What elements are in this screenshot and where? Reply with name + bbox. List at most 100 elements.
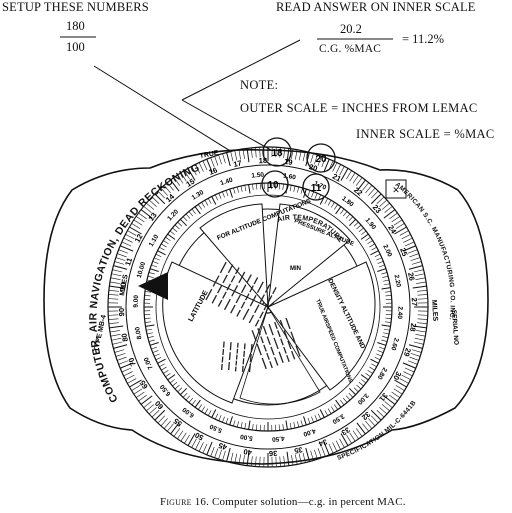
texture-line bbox=[262, 325, 268, 335]
scale-tick bbox=[370, 193, 382, 205]
scale-tick bbox=[362, 182, 369, 191]
texture-line bbox=[221, 356, 224, 363]
scale-tick bbox=[109, 281, 120, 284]
texture-line bbox=[229, 342, 232, 351]
scale-label: 90 bbox=[117, 308, 126, 317]
scale-tick bbox=[369, 366, 375, 371]
scale-tick bbox=[335, 164, 341, 174]
texture-line bbox=[259, 311, 264, 319]
texture-line bbox=[272, 286, 277, 295]
scale-tick bbox=[185, 395, 191, 401]
texture-line bbox=[274, 356, 279, 366]
scale-tick bbox=[135, 216, 145, 223]
scale-tick bbox=[317, 156, 322, 166]
texture-line bbox=[223, 298, 231, 311]
scale-tick bbox=[348, 216, 354, 222]
scale-tick bbox=[248, 420, 251, 430]
texture-line bbox=[231, 285, 239, 297]
true-index-label: TRUE bbox=[199, 150, 219, 160]
scale-tick bbox=[195, 440, 201, 450]
answer-pointer-line-1 bbox=[181, 39, 301, 101]
scale-tick bbox=[188, 211, 194, 217]
scale-tick bbox=[365, 420, 373, 429]
scale-tick bbox=[340, 208, 345, 214]
scale-tick bbox=[182, 216, 188, 222]
texture-line bbox=[241, 365, 244, 372]
scale-tick bbox=[381, 339, 388, 342]
scale-tick bbox=[327, 200, 332, 206]
scale-tick bbox=[148, 407, 157, 415]
scale-tick bbox=[201, 202, 206, 208]
read-answer-label: READ ANSWER ON INNER SCALE bbox=[276, 0, 476, 14]
scale-tick bbox=[291, 148, 294, 159]
scale-tick bbox=[147, 336, 154, 339]
scale-tick bbox=[154, 193, 166, 205]
scale-tick bbox=[378, 346, 385, 350]
scale-tick bbox=[163, 420, 171, 429]
scale-label: 7.00 bbox=[143, 356, 155, 371]
scale-tick bbox=[368, 418, 376, 427]
scale-label: 28 bbox=[408, 323, 418, 333]
texture-line bbox=[279, 319, 284, 329]
scale-tick bbox=[160, 187, 168, 196]
scale-tick bbox=[191, 208, 196, 214]
scale-tick bbox=[119, 362, 134, 369]
scale-tick bbox=[252, 183, 254, 190]
scale-tick bbox=[300, 420, 303, 427]
scale-tick bbox=[383, 332, 390, 335]
texture-line bbox=[228, 352, 231, 361]
scale-tick bbox=[157, 250, 166, 256]
scale-tick bbox=[367, 240, 373, 245]
texture-line bbox=[263, 344, 267, 352]
scale-tick bbox=[323, 158, 330, 173]
scale-tick bbox=[389, 212, 398, 220]
scale-tick bbox=[255, 147, 257, 158]
scale-tick bbox=[362, 423, 369, 432]
scale-tick bbox=[246, 451, 250, 466]
scale-tick bbox=[412, 325, 427, 329]
scale-label: 15 bbox=[184, 177, 196, 189]
scale-tick bbox=[174, 224, 180, 230]
scale-tick bbox=[355, 428, 363, 437]
scale-tick bbox=[360, 233, 369, 240]
outer-scale-ticks bbox=[108, 147, 428, 467]
scale-tick bbox=[138, 394, 147, 402]
scale-tick bbox=[385, 317, 392, 319]
texture-line bbox=[248, 363, 251, 372]
svg-text:✕: ✕ bbox=[392, 186, 400, 196]
scale-tick bbox=[410, 257, 421, 261]
texture-line bbox=[290, 331, 296, 344]
scale-tick bbox=[371, 363, 377, 368]
scale-tick bbox=[180, 172, 187, 182]
scale-tick bbox=[279, 147, 281, 158]
texture-line bbox=[248, 314, 255, 324]
scale-tick bbox=[146, 202, 155, 210]
scale-tick bbox=[108, 322, 119, 325]
scale-tick bbox=[108, 289, 119, 292]
texture-line bbox=[261, 357, 267, 370]
texture-line bbox=[249, 295, 257, 307]
texture-line bbox=[227, 362, 230, 371]
scale-tick bbox=[143, 401, 152, 408]
scale-tick bbox=[118, 360, 129, 365]
texture-line bbox=[249, 285, 254, 293]
scale-tick bbox=[298, 150, 302, 161]
scale-tick bbox=[417, 322, 428, 325]
scale-tick bbox=[417, 298, 428, 300]
temperature-window bbox=[267, 203, 351, 309]
texture-line bbox=[220, 363, 223, 371]
scale-tick bbox=[206, 158, 213, 173]
lower-window bbox=[239, 306, 321, 405]
scale-tick bbox=[154, 353, 160, 357]
scale-tick bbox=[370, 409, 382, 421]
scale-tick bbox=[345, 213, 351, 219]
setup-numerator: 180 bbox=[66, 19, 85, 33]
texture-line bbox=[287, 340, 292, 350]
texture-line bbox=[222, 348, 225, 356]
scale-tick bbox=[240, 185, 243, 192]
scale-tick bbox=[379, 199, 388, 207]
scale-tick bbox=[358, 227, 364, 233]
scale-tick bbox=[416, 330, 427, 333]
scale-tick bbox=[356, 224, 362, 230]
